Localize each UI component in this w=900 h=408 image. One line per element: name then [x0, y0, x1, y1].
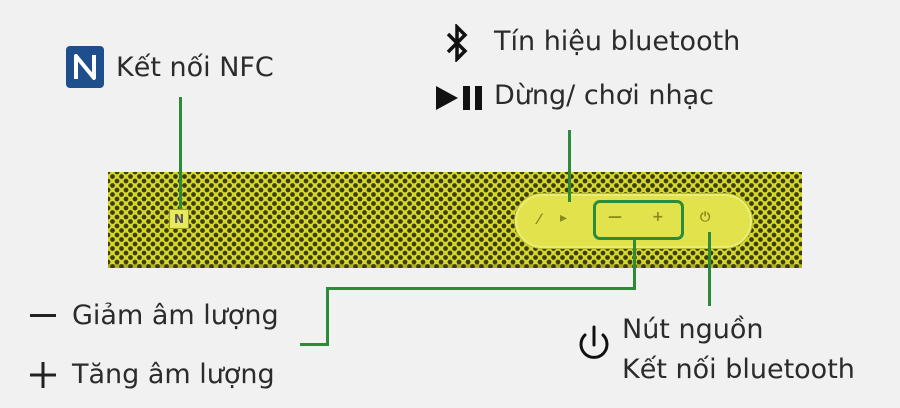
minus-icon — [30, 314, 56, 317]
nfc-label: Kết nối NFC — [116, 52, 274, 83]
volume-leader-horizontal — [326, 287, 636, 290]
panel-plus-button[interactable]: + — [652, 209, 664, 225]
play-pause-icon — [436, 86, 482, 110]
nfc-icon — [66, 46, 104, 88]
power-icon — [579, 325, 609, 359]
volume-down-label: Giảm âm lượng — [72, 300, 279, 331]
power-label: Nút nguồn — [622, 314, 764, 345]
volume-buttons-highlight — [593, 200, 684, 240]
bluetooth-icon — [446, 24, 468, 62]
play-pause-label: Dừng/ chơi nhạc — [494, 80, 715, 111]
bluetooth-connect-label: Kết nối bluetooth — [622, 354, 855, 385]
panel-minus-button[interactable]: — — [608, 209, 622, 225]
volume-leader-tail — [300, 343, 329, 346]
volume-leader-vertical — [326, 288, 329, 345]
power-leader-line — [708, 232, 711, 306]
volume-up-label: Tăng âm lượng — [72, 359, 275, 390]
bluetooth-signal-label: Tín hiệu bluetooth — [494, 26, 741, 57]
play-leader-line — [568, 130, 571, 202]
nfc-leader-line — [179, 97, 182, 209]
panel-power-button[interactable]: ⏻ — [700, 210, 711, 225]
nfc-mark-on-speaker: N — [169, 209, 189, 229]
panel-bluetooth-mark: ⁄ — [538, 212, 541, 228]
volume-leader-up — [633, 240, 636, 290]
panel-play-mark: ▸ — [560, 210, 568, 226]
plus-icon — [30, 362, 56, 388]
